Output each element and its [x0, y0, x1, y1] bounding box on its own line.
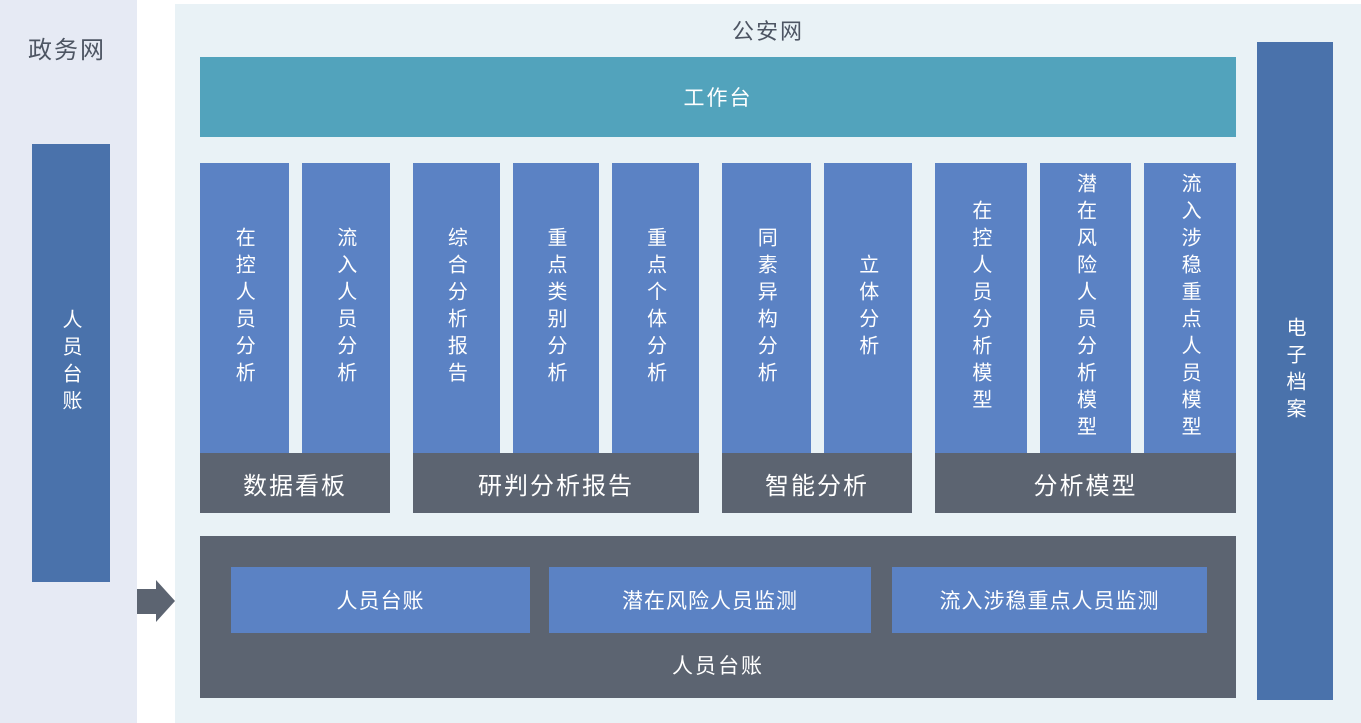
e-archive-sidebar[interactable]: 电子档案	[1257, 42, 1333, 700]
column-label: 流入人员分析	[333, 227, 358, 389]
group-analysis-report-columns: 综合分析报告 重点类别分析 重点个体分析	[413, 163, 700, 453]
column-label: 重点个体分析	[643, 227, 668, 389]
workbench-bar[interactable]: 工作台	[200, 57, 1236, 137]
potential-risk-monitor-button[interactable]: 潜在风险人员监测	[549, 567, 871, 633]
group-data-dashboard: 在控人员分析 流入人员分析 数据看板	[200, 163, 390, 513]
group-label-analysis-report: 研判分析报告	[413, 453, 699, 513]
personnel-ledger-sidebar[interactable]: 人员台账	[32, 144, 110, 582]
column-label: 潜在风险人员分析模型	[1073, 173, 1098, 443]
gov-network-zone: 政务网 人员台账	[0, 0, 137, 723]
column-label: 重点类别分析	[544, 227, 568, 389]
personnel-ledger-box-label: 人员台账	[672, 654, 764, 678]
column-key-individual-analysis[interactable]: 重点个体分析	[612, 163, 700, 453]
inflow-key-person-monitor-button[interactable]: 流入涉稳重点人员监测	[892, 567, 1207, 633]
group-analysis-models: 在控人员分析模型 潜在风险人员分析模型 流入涉稳重点人员模型 分析模型	[935, 163, 1237, 513]
column-inflow-analysis[interactable]: 流入人员分析	[301, 163, 390, 453]
group-label-analysis-models: 分析模型	[935, 453, 1236, 513]
e-archive-sidebar-label: 电子档案	[1283, 317, 1307, 425]
personnel-ledger-box: 人员台账 潜在风险人员监测 流入涉稳重点人员监测 人员台账	[200, 536, 1236, 698]
column-key-category-analysis[interactable]: 重点类别分析	[512, 163, 600, 453]
right-arrow-icon	[137, 580, 175, 623]
column-in-control-model[interactable]: 在控人员分析模型	[935, 163, 1027, 453]
group-intelligent-analysis: 同素异构分析 立体分析 智能分析	[722, 163, 912, 513]
group-label-data-dashboard: 数据看板	[200, 453, 390, 513]
module-groups: 在控人员分析 流入人员分析 数据看板 综合分析报告 重点类别分析	[200, 163, 1237, 513]
group-data-dashboard-columns: 在控人员分析 流入人员分析	[200, 163, 390, 453]
personnel-ledger-button[interactable]: 人员台账	[231, 567, 530, 633]
column-label: 立体分析	[855, 254, 880, 362]
group-analysis-models-columns: 在控人员分析模型 潜在风险人员分析模型 流入涉稳重点人员模型	[935, 163, 1237, 453]
column-inflow-key-person-model[interactable]: 流入涉稳重点人员模型	[1144, 163, 1237, 453]
column-comprehensive-report[interactable]: 综合分析报告	[413, 163, 500, 453]
group-label-intelligent-analysis: 智能分析	[722, 453, 912, 513]
group-analysis-report: 综合分析报告 重点类别分析 重点个体分析 研判分析报告	[413, 163, 700, 513]
column-label: 同素异构分析	[754, 227, 779, 389]
right-arrow-head	[156, 580, 175, 622]
police-network-title: 公安网	[731, 20, 804, 45]
column-3d-analysis[interactable]: 立体分析	[823, 163, 912, 453]
police-network-zone: 公安网 工作台 在控人员分析 流入人员分析 数据看板 综合分析报告	[175, 4, 1361, 723]
column-label: 在控人员分析模型	[968, 200, 993, 416]
gov-network-title: 政务网	[28, 36, 106, 64]
right-arrow-shaft	[137, 589, 157, 614]
personnel-ledger-sidebar-label: 人员台账	[59, 309, 83, 417]
group-intelligent-analysis-columns: 同素异构分析 立体分析	[722, 163, 912, 453]
column-in-control-analysis[interactable]: 在控人员分析	[200, 163, 289, 453]
column-label: 综合分析报告	[444, 227, 469, 389]
column-potential-risk-model[interactable]: 潜在风险人员分析模型	[1039, 163, 1132, 453]
column-label: 流入涉稳重点人员模型	[1178, 173, 1203, 443]
column-isomer-analysis[interactable]: 同素异构分析	[722, 163, 811, 453]
column-label: 在控人员分析	[232, 227, 257, 389]
